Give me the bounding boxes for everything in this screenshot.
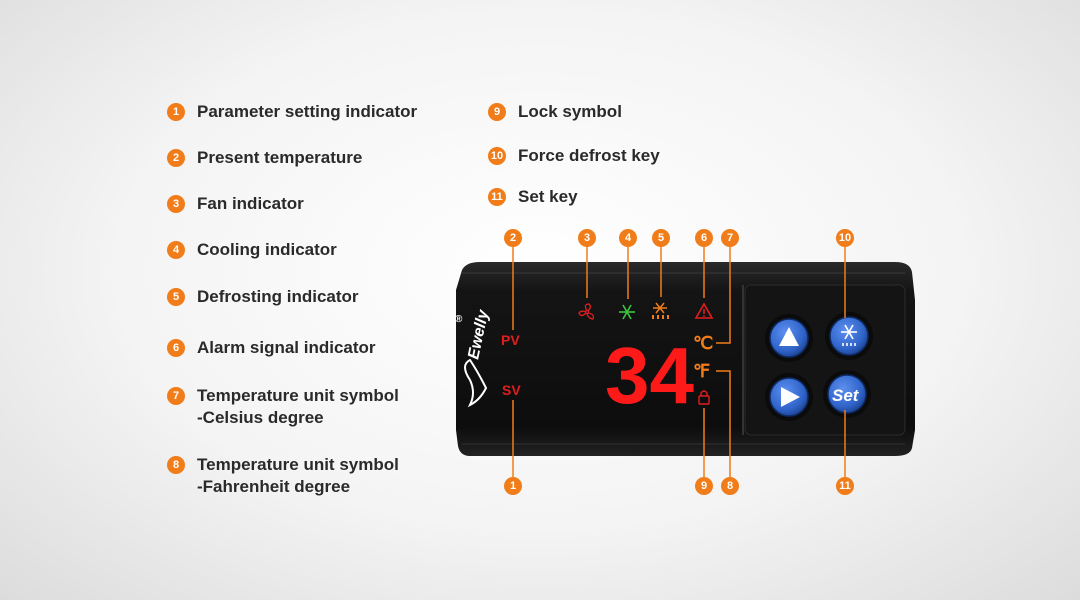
legend-item-3: 3 Fan indicator: [167, 193, 304, 215]
legend-text: Alarm signal indicator: [197, 338, 376, 357]
legend-item-7: 7 Temperature unit symbol -Celsius degre…: [167, 385, 399, 429]
force-defrost-button[interactable]: [825, 312, 873, 360]
registered-mark: ®: [455, 314, 463, 325]
callout-3: 3: [578, 229, 596, 247]
legend-item-11: 11 Set key: [488, 186, 578, 208]
callout-8: 8: [721, 477, 739, 495]
legend-text: Fan indicator: [197, 194, 304, 213]
legend-text: Cooling indicator: [197, 240, 337, 259]
callout-7: 7: [721, 229, 739, 247]
legend-number: 8: [167, 456, 185, 474]
alarm-icon: [694, 302, 714, 319]
legend-item-10: 10 Force defrost key: [488, 145, 660, 167]
legend-number: 1: [167, 103, 185, 121]
celsius-symbol: ℃: [693, 333, 713, 353]
legend-text: Lock symbol: [518, 102, 622, 121]
dolphin-logo: [464, 358, 488, 408]
callout-2: 2: [504, 229, 522, 247]
temperature-value: 34: [605, 331, 694, 420]
legend-number: 9: [488, 103, 506, 121]
legend-number: 2: [167, 149, 185, 167]
callout-10: 10: [836, 229, 854, 247]
legend-number: 7: [167, 387, 185, 405]
legend-number: 4: [167, 241, 185, 259]
legend-text: Force defrost key: [518, 146, 660, 165]
set-key-label: Set: [832, 386, 860, 405]
legend-text: Defrosting indicator: [197, 287, 359, 306]
fahrenheit-symbol: ℉: [693, 361, 710, 381]
defrost-key-icon: [841, 324, 857, 346]
fan-icon: [578, 303, 595, 320]
legend-item-8: 8 Temperature unit symbol -Fahrenheit de…: [167, 454, 399, 498]
sv-label: SV: [502, 382, 521, 398]
legend-text: Set key: [518, 187, 578, 206]
lock-icon: [698, 390, 710, 405]
down-button[interactable]: [765, 373, 813, 421]
up-arrow-icon: [779, 327, 799, 346]
legend-item-9: 9 Lock symbol: [488, 101, 622, 123]
callout-lines: [512, 247, 846, 477]
legend-item-2: 2 Present temperature: [167, 147, 362, 169]
legend-number: 3: [167, 195, 185, 213]
callout-1: 1: [504, 477, 522, 495]
callout-6: 6: [695, 229, 713, 247]
temperature-display: 34: [605, 331, 694, 420]
legend-number: 10: [488, 147, 506, 165]
defrost-icon: [652, 302, 669, 319]
callout-9: 9: [695, 477, 713, 495]
callout-11: 11: [836, 477, 854, 495]
callout-4: 4: [619, 229, 637, 247]
pv-label: PV: [501, 332, 520, 348]
cooling-icon: [619, 304, 635, 320]
legend-text: Parameter setting indicator: [197, 102, 418, 121]
down-arrow-icon: [781, 387, 800, 407]
legend-text: Temperature unit symbol -Fahrenheit degr…: [197, 455, 399, 496]
legend-item-6: 6 Alarm signal indicator: [167, 337, 376, 359]
legend-text: Temperature unit symbol -Celsius degree: [197, 386, 399, 427]
legend-text: Present temperature: [197, 148, 363, 167]
legend-item-1: 1 Parameter setting indicator: [167, 101, 417, 123]
legend-item-5: 5 Defrosting indicator: [167, 286, 359, 308]
up-button[interactable]: [765, 314, 813, 362]
callout-5: 5: [652, 229, 670, 247]
legend-item-4: 4 Cooling indicator: [167, 239, 337, 261]
legend-number: 5: [167, 288, 185, 306]
legend-number: 11: [488, 188, 506, 206]
legend-number: 6: [167, 339, 185, 357]
set-button[interactable]: Set: [823, 370, 871, 418]
